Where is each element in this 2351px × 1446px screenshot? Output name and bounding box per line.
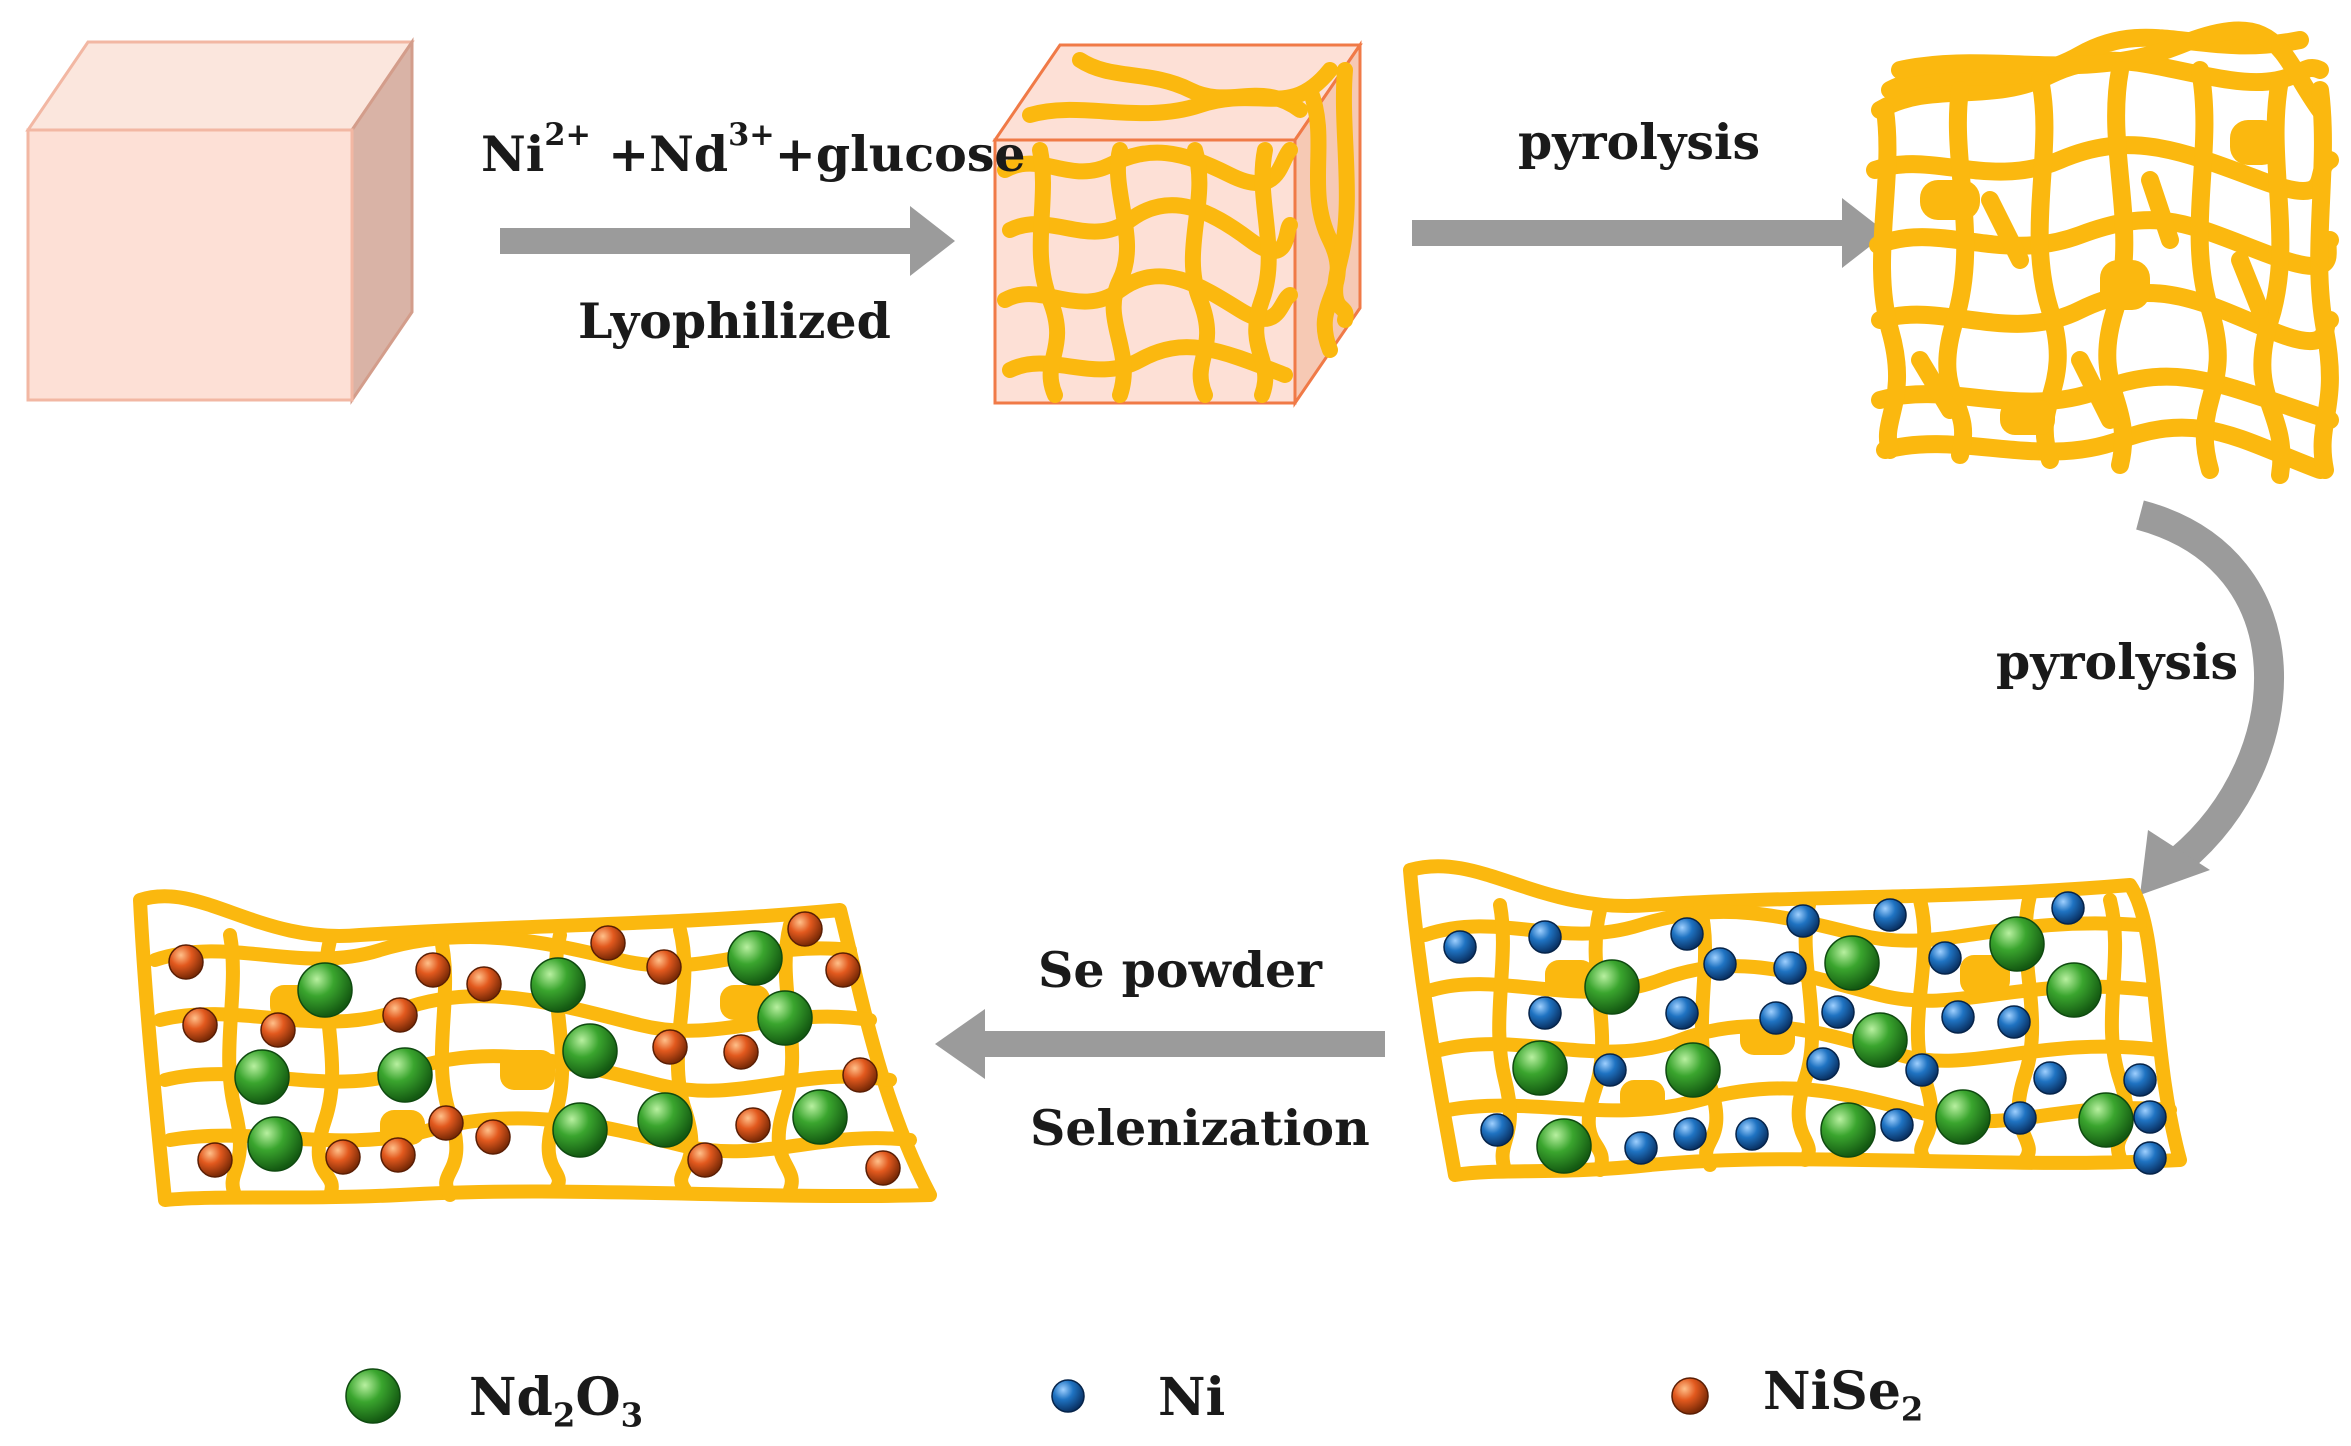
ni-particle (1443, 930, 1477, 964)
nd2o3-particle (1820, 1102, 1876, 1158)
ni-particle (1593, 1053, 1627, 1087)
legend-nd2o3-label: Nd2O3 (469, 1367, 644, 1435)
step4-selenization-label: Selenization (1030, 1099, 1370, 1157)
nise2-particle (428, 1105, 464, 1141)
nise2-particle (415, 952, 451, 988)
ni-particle (1806, 1047, 1840, 1081)
nd2o3-particle (247, 1116, 303, 1172)
glucose-text: +glucose (774, 125, 1026, 183)
ni-particle (1759, 1001, 1793, 1035)
nd2o3-particle (757, 990, 813, 1046)
ni-particle (1624, 1131, 1658, 1165)
nise2-particle (168, 944, 204, 980)
arrow-lyophilize (500, 206, 955, 276)
step4-se-powder-label: Se powder (1038, 941, 1322, 999)
nd2o3-particle (1989, 916, 2045, 972)
legend-nise2-label: NiSe2 (1763, 1361, 1924, 1429)
legend-nise2-marker (1671, 1377, 1709, 1415)
ni-particle (1480, 1113, 1514, 1147)
nd-charge: 3+ (728, 117, 775, 154)
nise2-particle (787, 911, 823, 947)
nise2-particle (646, 949, 682, 985)
nd2o3-particle (1824, 935, 1880, 991)
nd2o3-particle (377, 1047, 433, 1103)
ni-particle (2033, 1061, 2067, 1095)
ni-particle (1821, 995, 1855, 1029)
nd2o3-particle (1935, 1089, 1991, 1145)
arrow-selenization (935, 1009, 1385, 1079)
ni-particle (1928, 941, 1962, 975)
ni-particle (1735, 1117, 1769, 1151)
ni-particle (1528, 920, 1562, 954)
nd2o3-particle (1536, 1118, 1592, 1174)
nd2o3-particle (562, 1023, 618, 1079)
legend-ni-label: Ni (1158, 1367, 1226, 1428)
step1-reagents-label: Ni2+ +Nd3++glucose (481, 120, 1026, 179)
nd2o3-particle (1665, 1042, 1721, 1098)
nd2o3-particle (2078, 1092, 2134, 1148)
nise2-particle (380, 1137, 416, 1173)
ni-particle (1905, 1053, 1939, 1087)
nd2o3-particle (727, 930, 783, 986)
legend-markers (345, 1368, 1709, 1424)
step3-pyrolysis-label: pyrolysis (1996, 633, 2239, 691)
ni-particle (1941, 1000, 1975, 1034)
step1-lyophilized-label: Lyophilized (578, 292, 891, 350)
nd2o3-particle (2046, 962, 2102, 1018)
ni-particle (1670, 917, 1704, 951)
nise2-particle (652, 1029, 688, 1065)
ni-charge: 2+ (544, 117, 591, 154)
ni-particle (2123, 1063, 2157, 1097)
nise2-particle (735, 1107, 771, 1143)
nd2o3-particle (1584, 959, 1640, 1015)
legend-ni-marker (1051, 1379, 1085, 1413)
arrow-pyrolysis-1 (1412, 198, 1887, 268)
nise2-particle (182, 1007, 218, 1043)
lyophilized-cube (992, 40, 1363, 408)
nise2-particle (260, 1012, 296, 1048)
nise2-particle (590, 925, 626, 961)
nise2-particle (865, 1150, 901, 1186)
ni-particle (2051, 891, 2085, 925)
step2-pyrolysis-label: pyrolysis (1518, 113, 1761, 171)
ni-particle (1880, 1108, 1914, 1142)
gel-cube (25, 37, 415, 405)
carbon-framework-cube (1866, 21, 2339, 484)
ni-particle (1997, 1005, 2031, 1039)
nd2o3-particle (530, 957, 586, 1013)
nd2o3-particle (552, 1102, 608, 1158)
nd2o3-particle (1852, 1012, 1908, 1068)
ni-particle (2133, 1100, 2167, 1134)
nise2-particle (825, 952, 861, 988)
nise2-particle (475, 1119, 511, 1155)
ni-particle (2133, 1141, 2167, 1175)
ni-particle (1773, 951, 1807, 985)
nise2-particle (325, 1139, 361, 1175)
legend-nd2o3-marker (345, 1368, 401, 1424)
ni-sheet-particles (1443, 891, 2167, 1175)
nd2o3-particle (637, 1092, 693, 1148)
nd2o3-particle (297, 962, 353, 1018)
nd-ion: +Nd (608, 125, 729, 183)
nise2-particle (842, 1057, 878, 1093)
ni-particle (2003, 1101, 2037, 1135)
ni-particle (1673, 1117, 1707, 1151)
arrow-pyrolysis-2 (2135, 500, 2284, 895)
ni-ion: Ni (481, 125, 545, 183)
nise2-sheet-particles (168, 911, 901, 1186)
ni-particle (1703, 947, 1737, 981)
nise2-particle (723, 1034, 759, 1070)
nd2o3-particle (792, 1089, 848, 1145)
ni-particle (1665, 996, 1699, 1030)
ni-particle (1786, 904, 1820, 938)
ni-particle (1873, 898, 1907, 932)
nise2-particle (382, 997, 418, 1033)
nise2-particle (197, 1142, 233, 1178)
nise2-particle (466, 966, 502, 1002)
nd2o3-particle (1512, 1040, 1568, 1096)
nd2o3-particle (234, 1049, 290, 1105)
ni-particle (1528, 996, 1562, 1030)
nise2-particle (687, 1142, 723, 1178)
